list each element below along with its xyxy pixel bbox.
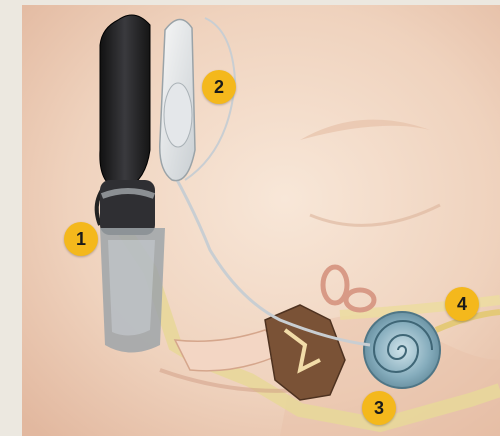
ear-piece-highlight <box>108 240 155 336</box>
callout-marker-1: 1 <box>64 222 98 256</box>
callout-marker-2: 2 <box>202 70 236 104</box>
callout-marker-3: 3 <box>362 391 396 425</box>
implant-coil <box>164 83 192 147</box>
left-margin <box>0 0 22 436</box>
speech-processor <box>100 15 150 190</box>
cochlea <box>364 312 440 388</box>
callout-marker-4: 4 <box>445 287 479 321</box>
